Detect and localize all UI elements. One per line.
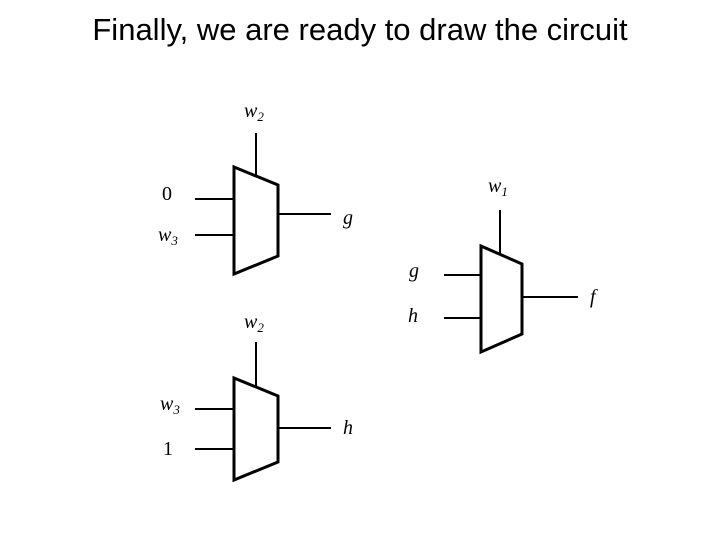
mux-right: w1 g h f xyxy=(408,175,598,355)
mux-right-input-0-label: g xyxy=(409,260,419,282)
mux-right-input-1-label: h xyxy=(408,305,418,327)
mux-right-output-label: f xyxy=(590,286,598,308)
mux-top: w2 0 w3 g xyxy=(158,100,353,277)
mux-bottom-input-1-label: 1 xyxy=(163,438,173,460)
slide-title: Finally, we are ready to draw the circui… xyxy=(92,12,628,47)
mux-top-select-label: w2 xyxy=(244,100,264,124)
mux-bottom: w2 w3 1 h xyxy=(160,311,353,483)
mux-bottom-output-label: h xyxy=(343,417,353,439)
mux-top-output-label: g xyxy=(343,207,353,229)
mux-right-select-label: w1 xyxy=(488,175,508,199)
mux-bottom-body xyxy=(232,375,280,483)
mux-top-input-1-label: w3 xyxy=(158,224,178,248)
mux-top-input-0-label: 0 xyxy=(162,183,172,205)
mux-bottom-input-0-label: w3 xyxy=(160,393,180,417)
mux-right-body xyxy=(479,243,524,355)
mux-bottom-select-label: w2 xyxy=(244,311,264,335)
mux-top-body xyxy=(232,164,280,277)
